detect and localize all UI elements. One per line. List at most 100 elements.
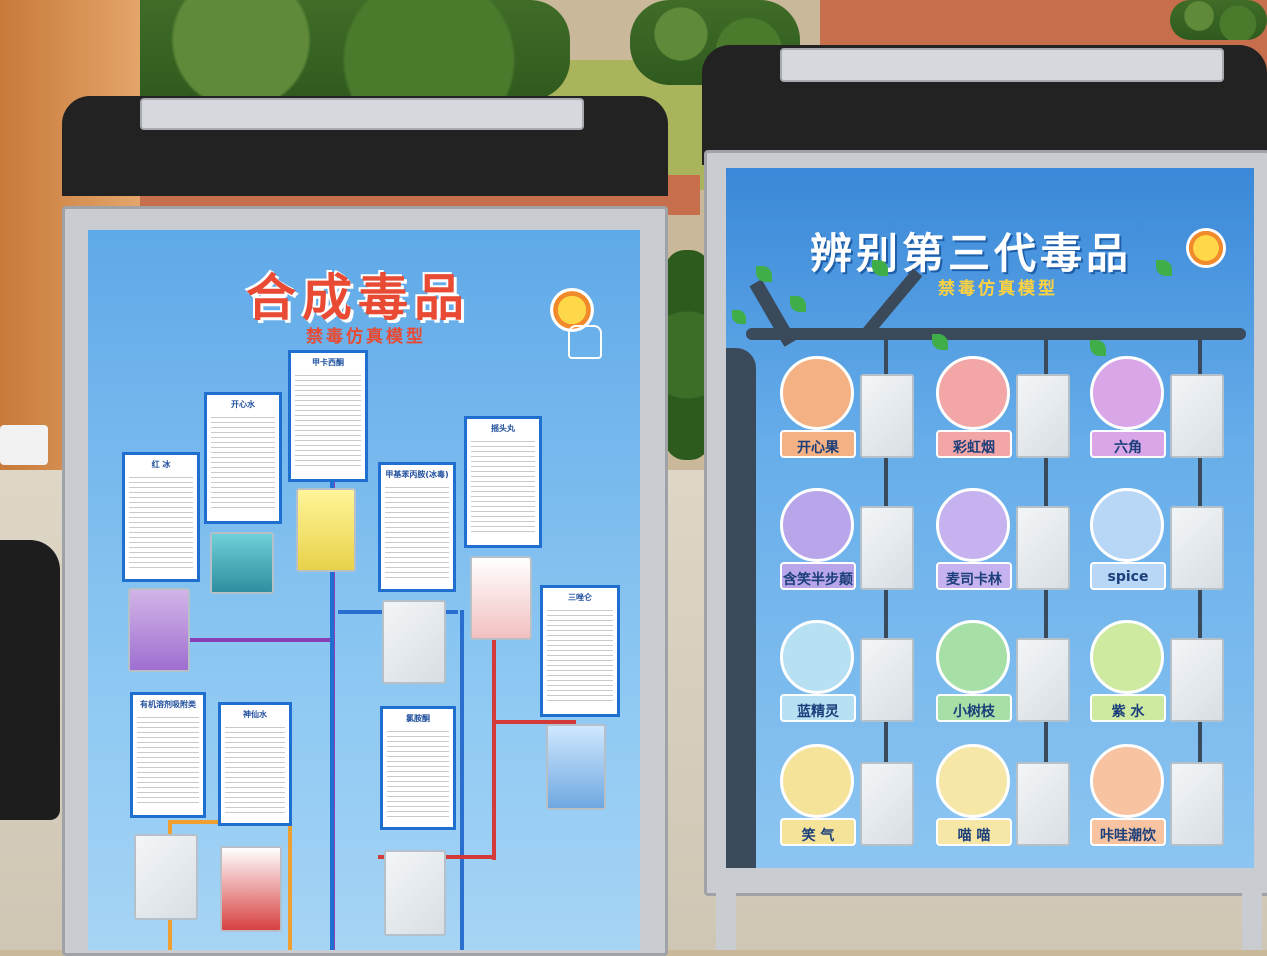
- connector-line: [288, 820, 292, 950]
- sample-box: [1170, 762, 1224, 846]
- sample-box: [860, 506, 914, 590]
- card-title: 摇头丸: [491, 424, 515, 433]
- item-name-label: 咔哇潮饮: [1090, 818, 1166, 846]
- sample-box: [384, 850, 446, 936]
- info-circle: [1090, 356, 1164, 430]
- hedge-left: [100, 0, 570, 100]
- leaf: [732, 310, 746, 324]
- card-title: 甲卡西酮: [312, 358, 344, 367]
- right-poster: 辨别第三代毒品 禁毒仿真模型 开心果 彩虹烟 六角含笑半步颠 麦司卡林 spice 蓝精灵…: [726, 168, 1254, 868]
- card-text: [137, 713, 199, 805]
- card-text: [387, 727, 449, 817]
- connector-line: [492, 580, 496, 860]
- info-circle: [780, 620, 854, 694]
- item-name-label: 笑 气: [780, 818, 856, 846]
- item-name-label: 小树枝: [936, 694, 1012, 722]
- right-poster-title: 辨别第三代毒品: [810, 229, 1133, 278]
- sample-box: [860, 762, 914, 846]
- info-card-meiji: 甲卡西酮: [288, 350, 368, 482]
- person-silhouette: [0, 540, 60, 820]
- sample-box: [134, 834, 198, 920]
- item-name-label: spice: [1090, 562, 1166, 590]
- info-card-youjirong: 有机溶剂吸附类: [130, 692, 206, 818]
- leaf: [872, 260, 888, 276]
- card-title: 甲基苯丙胺(冰毒): [385, 470, 449, 479]
- left-stand-top-bar: [140, 98, 584, 130]
- info-circle: [936, 356, 1010, 430]
- left-poster: 合成毒品 禁毒仿真模型 红 冰 开心水 甲卡西酮 甲基苯丙胺(冰毒) 摇头丸 三…: [88, 230, 640, 950]
- leaf: [932, 334, 948, 350]
- info-card-jiaji: 甲基苯丙胺(冰毒): [378, 462, 456, 592]
- sample-box: [1016, 638, 1070, 722]
- right-stand-leg: [1242, 885, 1262, 950]
- sample-box: [1170, 374, 1224, 458]
- leaf: [756, 266, 772, 282]
- item-name-label: 喵 喵: [936, 818, 1012, 846]
- card-text: [211, 413, 275, 511]
- card-text: [295, 371, 361, 469]
- info-circle: [780, 356, 854, 430]
- sample-box: [1016, 762, 1070, 846]
- card-title: 三唑仑: [568, 593, 592, 602]
- plant: [665, 250, 710, 460]
- right-stand-top-bar: [780, 48, 1224, 82]
- item-name-label: 彩虹烟: [936, 430, 1012, 458]
- info-circle: [1090, 488, 1164, 562]
- card-title: 有机溶剂吸附类: [140, 700, 196, 709]
- connector-line: [173, 638, 333, 642]
- sample-box: [1016, 506, 1070, 590]
- item-name-label: 开心果: [780, 430, 856, 458]
- card-text: [225, 723, 285, 813]
- hand-pointer-icon: [568, 325, 602, 359]
- table-edge: [0, 425, 48, 465]
- sun-icon: [550, 288, 594, 332]
- leaf: [1156, 260, 1172, 276]
- item-name-label: 含笑半步颠: [780, 562, 856, 590]
- card-text: [547, 606, 613, 704]
- connector-line: [330, 480, 334, 950]
- sample-box: [470, 556, 532, 640]
- left-stand-gap: [92, 126, 642, 206]
- sample-box: [860, 374, 914, 458]
- info-circle: [780, 744, 854, 818]
- info-card-hongbing: 红 冰: [122, 452, 200, 582]
- info-card-sanzuo: 三唑仑: [540, 585, 620, 717]
- sample-box: [382, 600, 446, 684]
- item-name-label: 六角: [1090, 430, 1166, 458]
- hedge-right: [1170, 0, 1267, 40]
- leaf: [1090, 340, 1106, 356]
- tree-branch: [746, 328, 1246, 340]
- info-circle: [936, 488, 1010, 562]
- info-card-kaixinshui: 开心水: [204, 392, 282, 524]
- sample-box: [860, 638, 914, 722]
- leaf: [790, 296, 806, 312]
- card-title: 神仙水: [243, 710, 267, 719]
- card-text: [385, 483, 449, 579]
- connector-line: [496, 720, 576, 724]
- info-circle: [780, 488, 854, 562]
- info-circle: [936, 744, 1010, 818]
- info-card-kaitaming: 氯胺酮: [380, 706, 456, 830]
- info-circle: [936, 620, 1010, 694]
- connector-line: [460, 610, 464, 950]
- info-circle: [1090, 744, 1164, 818]
- sample-box: [128, 588, 190, 672]
- sample-box: [1170, 638, 1224, 722]
- card-title: 氯胺酮: [406, 714, 430, 723]
- right-poster-subtitle: 禁毒仿真模型: [938, 279, 1058, 299]
- card-text: [129, 473, 193, 569]
- right-stand-leg: [716, 885, 736, 950]
- info-card-yaotou: 摇头丸: [464, 416, 542, 548]
- info-circle: [1090, 620, 1164, 694]
- left-poster-subtitle: 禁毒仿真模型: [306, 327, 426, 347]
- left-poster-title: 合成毒品: [246, 269, 470, 327]
- sample-box: [1170, 506, 1224, 590]
- tree-trunk: [726, 348, 756, 868]
- item-name-label: 麦司卡林: [936, 562, 1012, 590]
- sample-box: [296, 488, 356, 572]
- card-title: 红 冰: [151, 460, 171, 469]
- item-name-label: 蓝精灵: [780, 694, 856, 722]
- card-text: [471, 437, 535, 535]
- sample-box: [1016, 374, 1070, 458]
- info-card-shenxian: 神仙水: [218, 702, 292, 826]
